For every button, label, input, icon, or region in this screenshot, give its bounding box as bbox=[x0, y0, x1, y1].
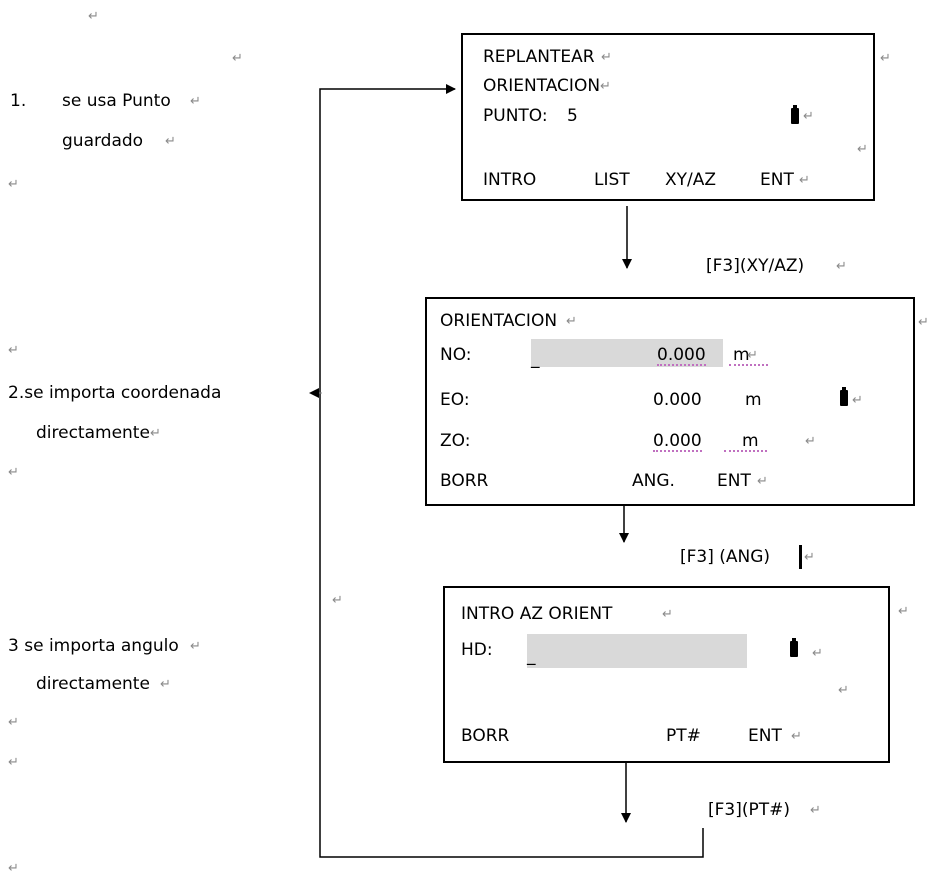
para-mark: ↵ bbox=[601, 50, 612, 65]
transition-ang: [F3] (ANG) bbox=[680, 547, 771, 567]
no-value: 0.000 bbox=[657, 345, 706, 366]
step3-label: 3 se importa angulo bbox=[8, 636, 179, 656]
para-mark: ↵ bbox=[165, 134, 176, 149]
para-mark: ↵ bbox=[836, 259, 847, 274]
eo-value: 0.000 bbox=[653, 390, 702, 410]
step1-label: se usa Punto bbox=[62, 91, 171, 111]
battery-icon bbox=[840, 387, 848, 406]
transition-xy-az: [F3](XY/AZ) bbox=[706, 256, 805, 276]
screen-orientacion: ORIENTACION ↵ NO: _ 0.000 m ↵ EO: 0.000 … bbox=[425, 297, 915, 506]
no-cursor: _ bbox=[531, 349, 540, 369]
para-mark: ↵ bbox=[8, 755, 19, 770]
para-mark: ↵ bbox=[150, 426, 161, 441]
hd-input[interactable] bbox=[527, 634, 747, 668]
para-mark: ↵ bbox=[812, 646, 823, 661]
zo-unit: m bbox=[724, 433, 767, 452]
step2-sublabel: directamente bbox=[36, 423, 150, 443]
softkey-ent[interactable]: ENT bbox=[748, 726, 782, 746]
eo-label: EO: bbox=[440, 390, 470, 410]
step3-sublabel: directamente bbox=[36, 674, 150, 694]
step2-label: 2.se importa coordenada bbox=[8, 383, 222, 403]
para-mark: ↵ bbox=[190, 94, 201, 109]
para-mark: ↵ bbox=[799, 173, 810, 188]
para-mark: ↵ bbox=[8, 861, 19, 876]
para-mark: ↵ bbox=[8, 343, 19, 358]
softkey-ent[interactable]: ENT bbox=[717, 471, 751, 491]
para-mark: ↵ bbox=[857, 142, 868, 157]
no-label: NO: bbox=[440, 345, 472, 365]
zo-value: 0.000 bbox=[653, 431, 702, 452]
battery-icon bbox=[790, 638, 798, 657]
softkey-borr[interactable]: BORR bbox=[440, 471, 489, 491]
screen-intro-az-orient: INTRO AZ ORIENT ↵ HD: _ ↵ ↵ BORR PT# ENT… bbox=[443, 586, 890, 763]
softkey-list[interactable]: LIST bbox=[594, 170, 630, 190]
para-mark: ↵ bbox=[8, 177, 19, 192]
return-loop-line bbox=[319, 84, 704, 858]
transition-pt: [F3](PT#) bbox=[708, 800, 791, 820]
screen3-title: INTRO AZ ORIENT bbox=[461, 604, 613, 624]
para-mark: ↵ bbox=[757, 474, 768, 489]
softkey-ent[interactable]: ENT bbox=[760, 170, 794, 190]
screen-replantear: REPLANTEAR ↵ ORIENTACION ↵ PUNTO: 5 ↵ ↵ … bbox=[461, 33, 875, 201]
para-mark: ↵ bbox=[805, 434, 816, 449]
para-mark: ↵ bbox=[8, 715, 19, 730]
para-mark: ↵ bbox=[566, 314, 577, 329]
zo-label: ZO: bbox=[440, 431, 471, 451]
para-mark: ↵ bbox=[898, 604, 909, 619]
screen1-title: REPLANTEAR bbox=[483, 47, 595, 67]
para-mark: ↵ bbox=[804, 550, 815, 565]
para-mark: ↵ bbox=[852, 393, 863, 408]
text-cursor bbox=[799, 545, 802, 569]
para-mark: ↵ bbox=[600, 79, 611, 94]
para-mark: ↵ bbox=[810, 803, 821, 818]
no-input[interactable] bbox=[531, 339, 723, 367]
para-mark: ↵ bbox=[747, 348, 758, 363]
hd-label: HD: bbox=[461, 640, 493, 660]
softkey-borr[interactable]: BORR bbox=[461, 726, 510, 746]
softkey-intro[interactable]: INTRO bbox=[483, 170, 537, 190]
para-mark: ↵ bbox=[88, 9, 99, 24]
para-mark: ↵ bbox=[918, 315, 928, 330]
no-unit: m bbox=[729, 347, 768, 366]
para-mark: ↵ bbox=[880, 51, 891, 66]
para-mark: ↵ bbox=[791, 729, 802, 744]
para-mark: ↵ bbox=[332, 593, 343, 608]
para-mark: ↵ bbox=[8, 465, 19, 480]
para-mark: ↵ bbox=[232, 51, 243, 66]
step1-sublabel: guardado bbox=[62, 131, 144, 151]
softkey-ang[interactable]: ANG. bbox=[632, 471, 675, 491]
para-mark: ↵ bbox=[160, 677, 171, 692]
screen1-subtitle: ORIENTACION bbox=[483, 76, 601, 96]
para-mark: ↵ bbox=[838, 683, 849, 698]
eo-unit: m bbox=[745, 390, 762, 410]
softkey-xy-az[interactable]: XY/AZ bbox=[665, 170, 717, 190]
para-mark: ↵ bbox=[190, 639, 201, 654]
punto-label: PUNTO: bbox=[483, 106, 548, 126]
para-mark: ↵ bbox=[662, 607, 673, 622]
battery-icon bbox=[791, 105, 799, 124]
hd-cursor: _ bbox=[527, 646, 536, 666]
screen2-title: ORIENTACION bbox=[440, 311, 558, 331]
step1-number: 1. bbox=[10, 91, 27, 111]
punto-value: 5 bbox=[567, 106, 578, 126]
softkey-pt[interactable]: PT# bbox=[666, 726, 701, 746]
para-mark: ↵ bbox=[803, 109, 814, 124]
